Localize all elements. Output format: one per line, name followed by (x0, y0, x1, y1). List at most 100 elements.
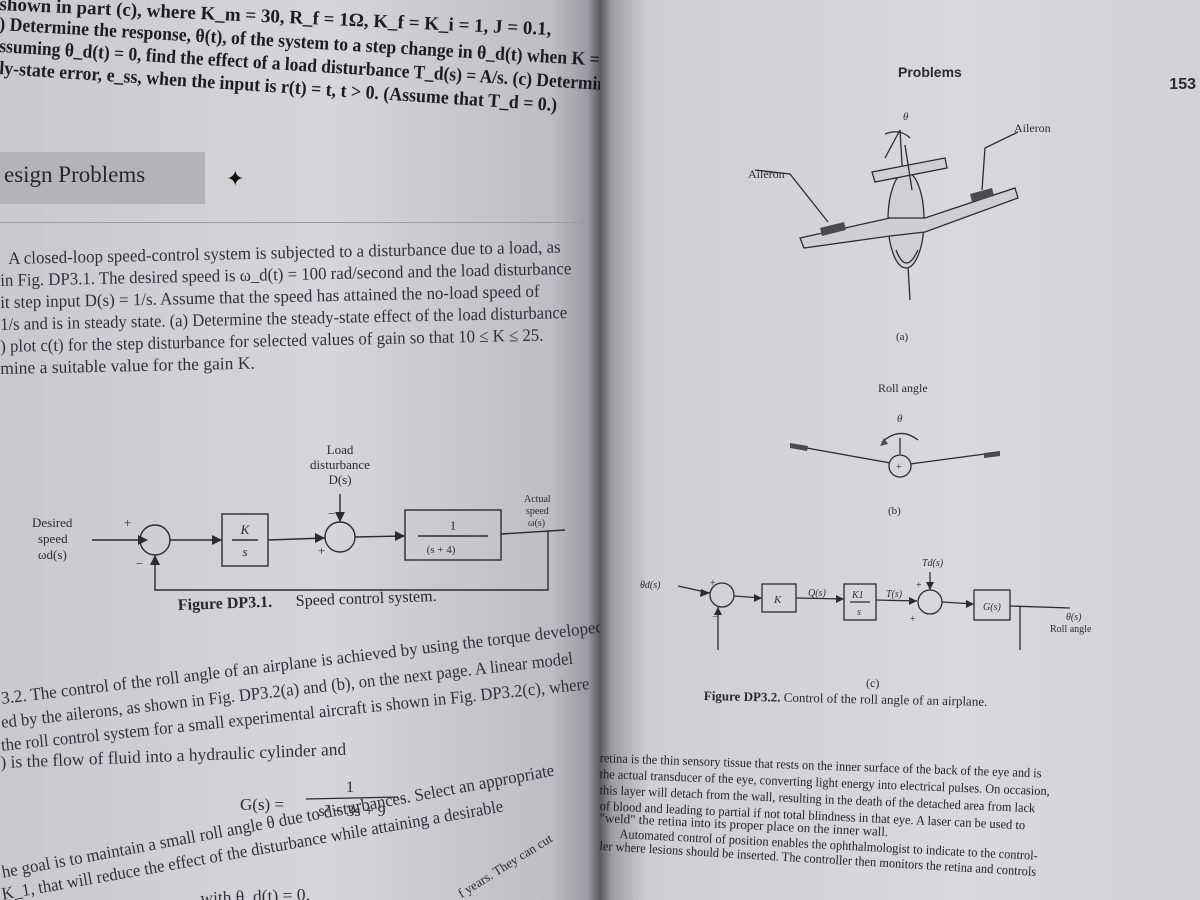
theta-d-input-label: θd(s) (640, 580, 661, 591)
k-label: K (773, 594, 782, 606)
desired-label-2: speed (38, 531, 68, 546)
g-block (973, 589, 1011, 621)
summing-junction-2 (324, 521, 356, 553)
plant-numerator: 1 (450, 518, 457, 533)
roll-arc-arrowhead (880, 438, 888, 446)
fig-b-label: (b) (888, 505, 901, 517)
actual-label-2: speed (526, 506, 549, 517)
roll-angle-drawing (789, 432, 1001, 478)
equation-period: . (402, 787, 406, 804)
running-header: Problems (898, 64, 962, 80)
fig-a-label: (a) (896, 331, 909, 343)
tilt-reference-line (884, 129, 901, 159)
fuselage-circle (888, 454, 912, 478)
main-wing (799, 187, 1019, 249)
corner-fragment: f years. They can cut (455, 830, 555, 900)
arrowhead-c1 (700, 589, 710, 597)
plant-denominator: (s + 4) (427, 544, 456, 556)
wing-left-line (789, 444, 897, 465)
arrowhead-c3 (836, 595, 844, 603)
aileron-left-leader (754, 169, 829, 223)
gain-numerator: K (240, 522, 251, 537)
plant-block (404, 509, 502, 561)
equation-lhs: G(s) = (240, 795, 284, 814)
arrowhead-3 (315, 533, 325, 543)
arrowhead-4 (335, 512, 345, 522)
vertical-fin (904, 144, 913, 191)
arrowhead-c7 (714, 607, 722, 615)
gain-denominator: s (242, 544, 247, 559)
figure-dp3-2-diagram: Aileron Aileron θ (a) Roll angle θ + (b) (640, 111, 1092, 650)
left-page: shown in part (c), where K_m = 30, R_f =… (0, 0, 600, 900)
aileron-right-surface (970, 188, 994, 202)
arrowhead-6 (150, 555, 160, 565)
aileron-left-label: Aileron (748, 167, 785, 181)
desired-label-1: Desired (32, 515, 73, 530)
load-label-2: disturbance (310, 457, 370, 472)
actual-label-3: ω(s) (528, 518, 545, 529)
plus-sign-1: + (124, 515, 131, 530)
theta-label-b: θ (897, 413, 903, 425)
figure-dp3-1-caption-label: Figure DP3.1. (178, 594, 273, 614)
roll-angle-output-label: Roll angle (1050, 624, 1092, 635)
minus-sign-c1: − (712, 612, 718, 623)
arrowhead-2 (212, 535, 222, 545)
plus-sign-td: + (916, 580, 922, 591)
theta-output-label: θ(s) (1066, 612, 1082, 623)
section-title-bar (0, 152, 205, 204)
nose-cowl (895, 249, 919, 264)
feedback-path (154, 531, 549, 591)
summing-junction-c1 (709, 582, 735, 608)
star-icon: ✦ (226, 166, 245, 191)
k1-numerator: K1 (851, 590, 864, 601)
figure-dp3-1-caption-text: Speed control system. (295, 588, 436, 610)
arrowhead-1 (138, 535, 148, 545)
equation-denominator: s² + 3s + 9 (318, 803, 385, 820)
arrowhead-c2 (754, 594, 762, 602)
aileron-right-leader (981, 131, 1019, 191)
q-label: Q(s) (808, 588, 826, 599)
wing-tip-left (790, 443, 808, 451)
plus-sign-b: + (896, 462, 902, 473)
load-label-1: Load (327, 442, 354, 457)
minus-sign-2: − (328, 506, 335, 521)
bottom-line-3: with θ_d(t) = 0. (200, 884, 311, 900)
g-label: G(s) (983, 602, 1001, 613)
transfer-function-equation: G(s) = 1 s² + 3s + 9 . (240, 779, 406, 820)
plus-sign-2: + (318, 543, 325, 558)
summing-junction-c2 (917, 589, 943, 615)
k1-denominator: s (857, 607, 861, 618)
minus-sign-1: − (136, 556, 143, 571)
actual-label-1: Actual (524, 494, 551, 505)
page-number: 153 (1169, 76, 1196, 93)
arrowhead-c6 (966, 600, 974, 608)
aileron-left-surface (820, 222, 846, 236)
arrowhead-c4 (909, 597, 917, 605)
plus-sign-c1: + (710, 578, 716, 589)
equation-numerator: 1 (346, 779, 354, 796)
fig-c-label: (c) (866, 676, 880, 690)
figure-dp3-2-caption-label: Figure DP3.2. (703, 688, 781, 705)
aileron-right-label: Aileron (1014, 121, 1051, 135)
load-label-3: D(s) (328, 472, 351, 487)
wing-tip-right (984, 451, 1000, 458)
airplane-drawing (754, 129, 1019, 301)
figure-dp3-2-caption-text: Control of the roll angle of an airplane… (783, 689, 988, 709)
arrowhead-5 (395, 531, 405, 541)
td-label: Td(s) (922, 558, 944, 569)
theta-arc-a (884, 131, 911, 139)
roll-control-block-diagram (677, 572, 1071, 650)
figure-dp3-1-diagram: Load disturbance D(s) Desired speed ωd(s… (32, 442, 566, 614)
plus-sign-c2: + (910, 614, 916, 625)
roll-angle-title: Roll angle (878, 381, 928, 395)
problem-1-line-6: mine a suitable value for the gain K. (0, 352, 256, 378)
equation-fraction-bar (305, 796, 399, 800)
desired-label-3: ωd(s) (38, 547, 67, 562)
feedback-path-c (717, 606, 1021, 650)
output-line-c (1009, 605, 1071, 609)
t-label: T(s) (886, 589, 903, 600)
section-rule (0, 222, 590, 223)
k1-block (843, 583, 877, 621)
arrowhead-c5 (926, 582, 934, 590)
section-title: esign Problems (4, 162, 146, 187)
